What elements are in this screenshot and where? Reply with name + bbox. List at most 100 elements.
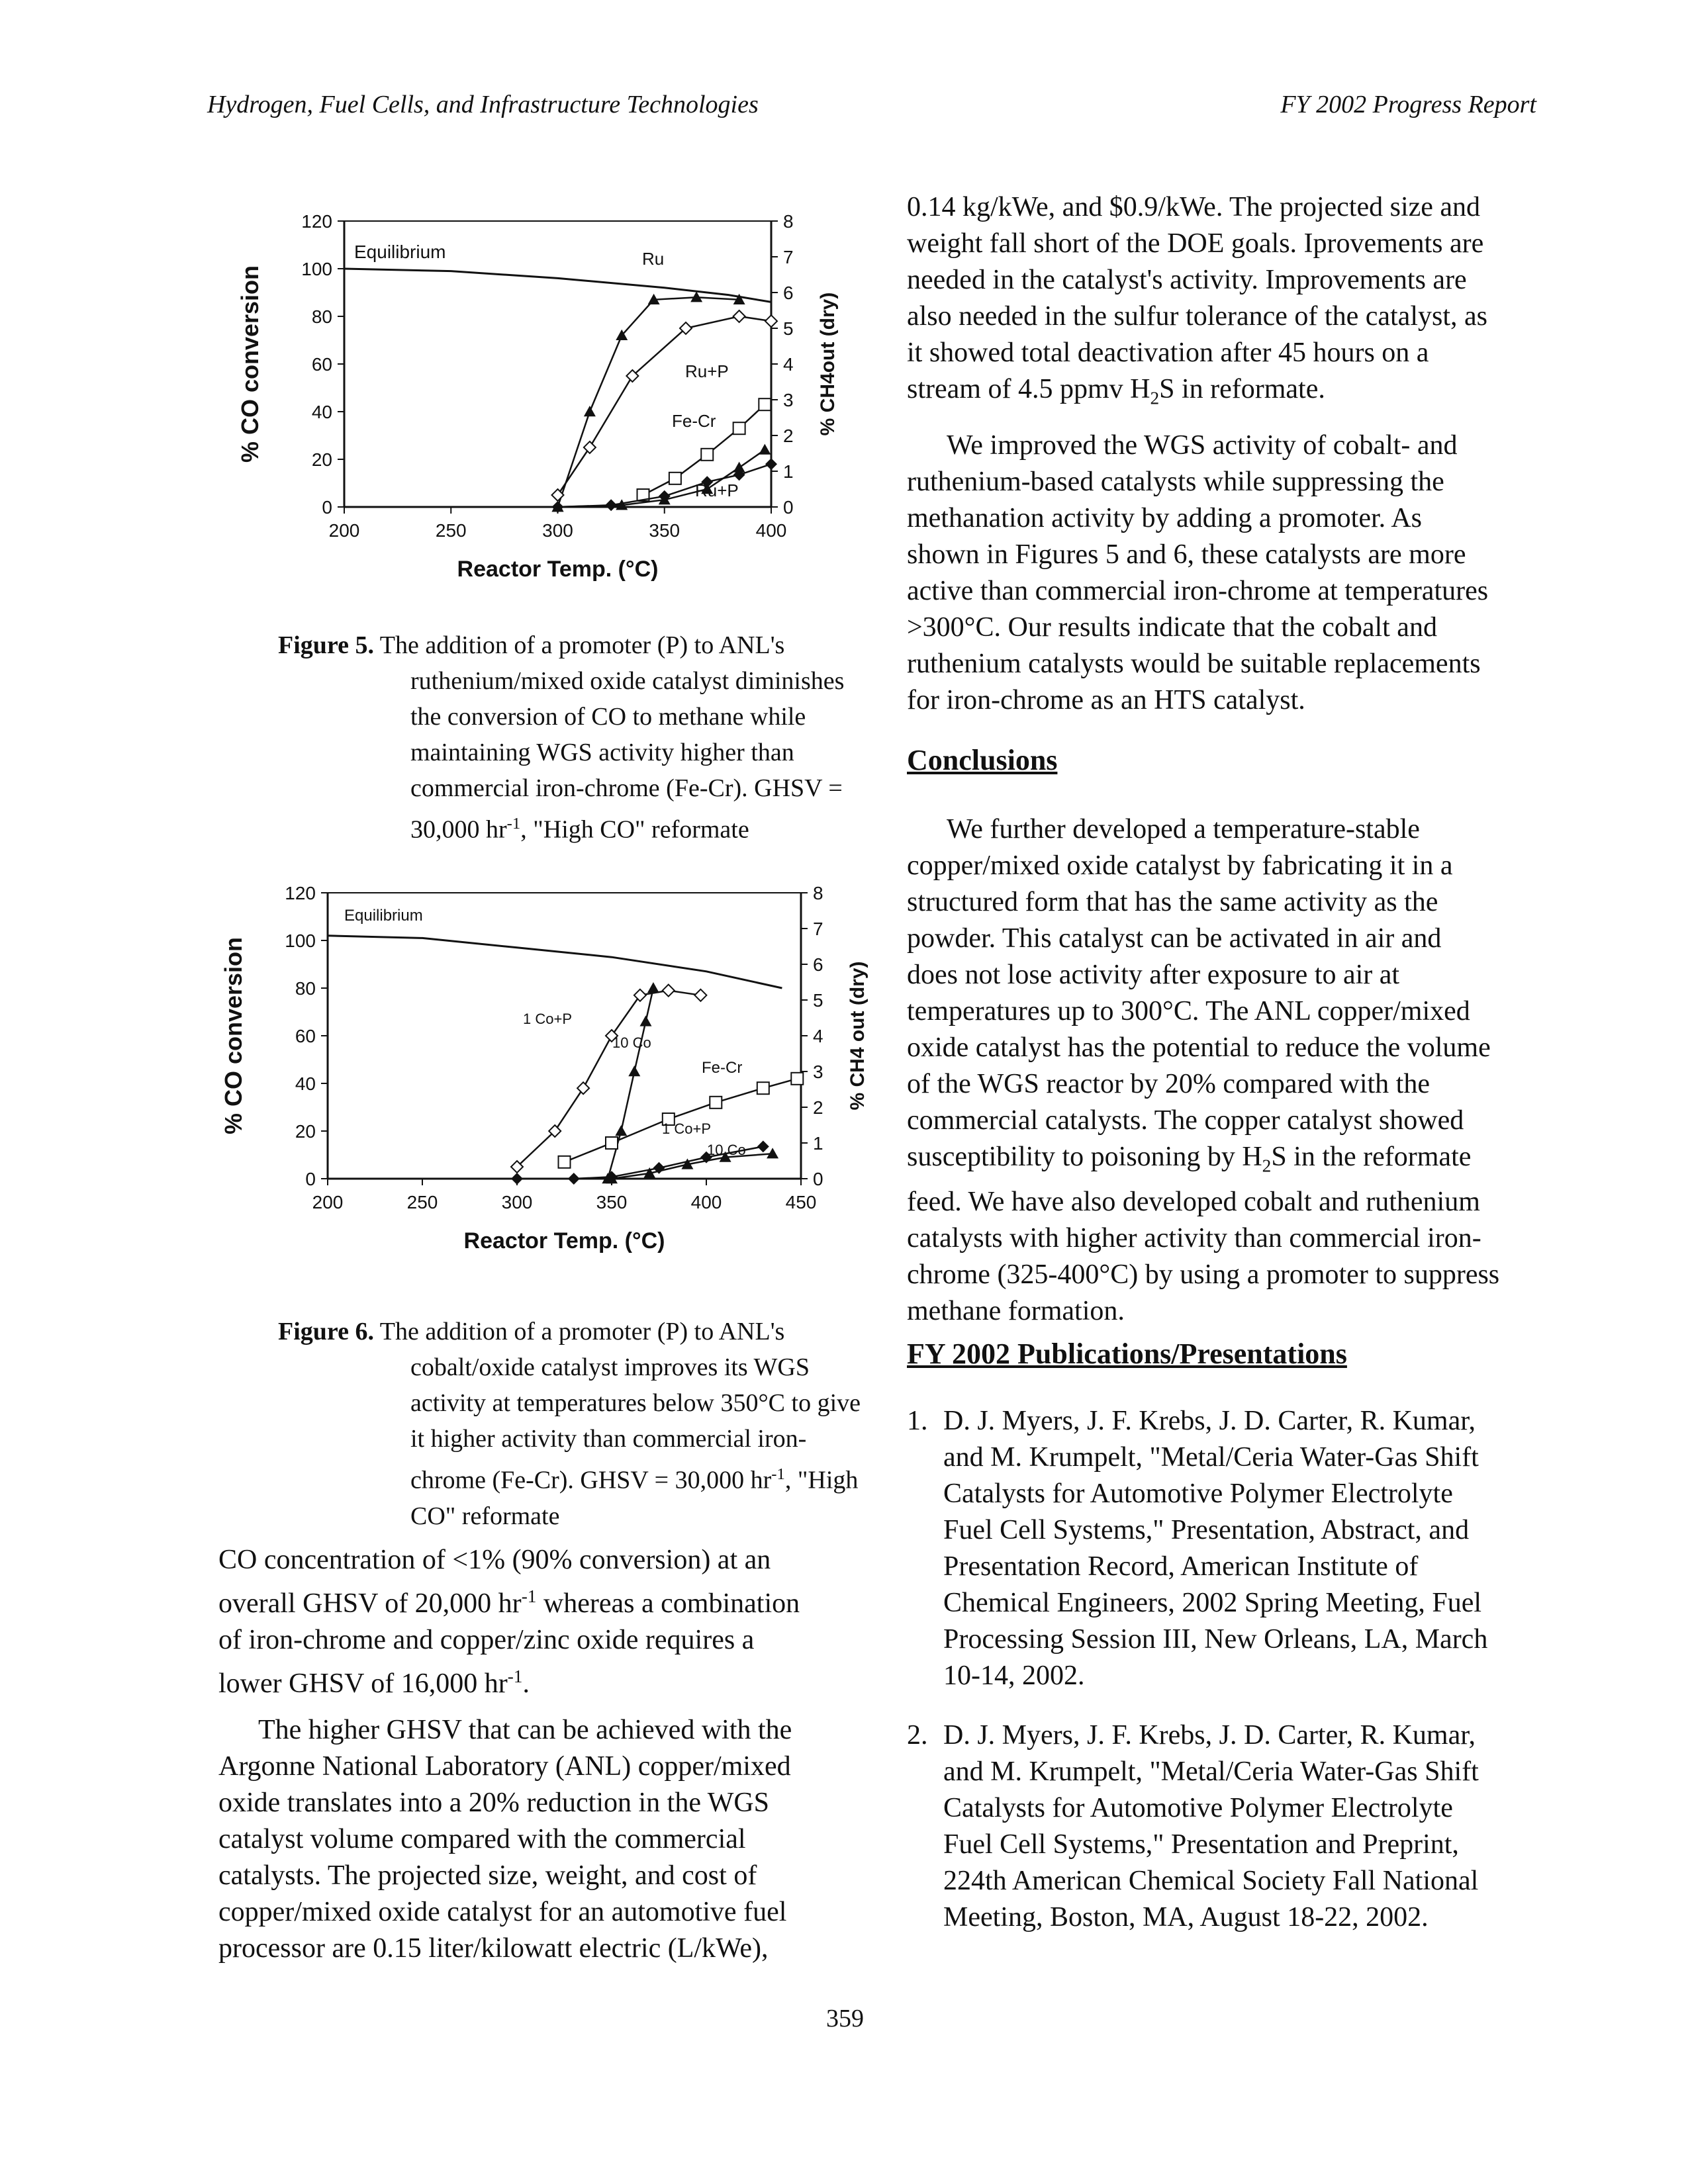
y-tick-label: 120 — [301, 211, 332, 232]
y-axis-title: % CO conversion — [236, 265, 263, 463]
text-line: commercial catalysts. The copper catalys… — [907, 1105, 1464, 1136]
caption-line: 30,000 hr-1, "High CO" reformate — [410, 815, 749, 844]
data-point — [764, 314, 778, 328]
data-point — [653, 1161, 665, 1174]
text-line: >300°C. Our results indicate that the co… — [907, 612, 1437, 643]
data-point — [616, 329, 628, 340]
data-point — [551, 501, 564, 513]
y2-tick-label: 6 — [813, 954, 823, 975]
caption-line: cobalt/oxide catalyst improves its WGS — [410, 1353, 810, 1381]
y2-tick-label: 5 — [783, 318, 794, 339]
caption-line: the conversion of CO to methane while — [410, 703, 806, 731]
y2-tick-label: 4 — [783, 354, 794, 375]
y2-tick-label: 0 — [813, 1169, 823, 1189]
text-line: The higher GHSV that can be achieved wit… — [258, 1715, 792, 1745]
data-point — [733, 293, 745, 304]
chart-annotation: Equilibrium — [354, 242, 446, 262]
y2-tick-label: 7 — [813, 919, 823, 939]
data-point — [757, 1140, 769, 1153]
series-line — [557, 296, 739, 508]
x-tick-label: 350 — [596, 1192, 628, 1212]
data-point — [628, 1066, 641, 1077]
caption-line: ruthenium/mixed oxide catalyst diminishe… — [410, 667, 845, 695]
y-tick-label: 60 — [295, 1026, 316, 1046]
page-number: 359 — [826, 2005, 864, 2032]
series-line — [344, 267, 772, 303]
data-point — [732, 422, 746, 435]
caption-line: activity at temperatures below 350°C to … — [410, 1389, 861, 1417]
data-point — [639, 1015, 652, 1026]
series-group — [551, 458, 777, 513]
x-tick-label: 300 — [502, 1192, 533, 1212]
caption-line: chrome (Fe-Cr). GHSV = 30,000 hr-1, "Hig… — [410, 1465, 859, 1494]
text-line: catalysts. The projected size, weight, a… — [218, 1860, 757, 1891]
data-point — [605, 499, 618, 512]
text-line: processor are 0.15 liter/kilowatt electr… — [218, 1933, 769, 1964]
caption-line: commercial iron-chrome (Fe-Cr). GHSV = — [410, 774, 843, 802]
chart-annotation: Fe-Cr — [702, 1059, 742, 1077]
data-point — [709, 1095, 723, 1109]
text-line: oxide catalyst has the potential to redu… — [907, 1032, 1491, 1063]
caption-line: The addition of a promoter (P) to ANL's — [379, 1318, 785, 1345]
text-line: of the WGS reactor by 20% compared with … — [907, 1069, 1430, 1099]
text-line: structured form that has the same activi… — [907, 887, 1438, 917]
text-line: of iron-chrome and copper/zinc oxide req… — [218, 1625, 755, 1655]
data-point — [583, 440, 597, 455]
y2-tick-label: 3 — [813, 1062, 823, 1082]
left-paragraph-2: The higher GHSV that can be achieved wit… — [218, 1712, 867, 1967]
x-tick-label: 250 — [436, 520, 467, 541]
text-line: feed. We have also developed cobalt and … — [907, 1187, 1480, 1218]
data-point — [690, 291, 703, 302]
y2-axis-title: % CH4out (dry) — [817, 293, 839, 436]
x-tick-label: 400 — [756, 520, 787, 541]
data-point — [661, 1113, 675, 1126]
data-point — [681, 1158, 694, 1169]
running-header-right: FY 2002 Progress Report — [1280, 91, 1536, 118]
data-point — [511, 1173, 523, 1185]
figure-6-caption: Figure 6. The addition of a promoter (P)… — [278, 1314, 887, 1534]
data-point — [625, 369, 639, 383]
caption-line: CO" reformate — [410, 1502, 560, 1530]
data-point — [767, 1148, 779, 1159]
y-tick-label: 100 — [301, 259, 332, 279]
series-group — [344, 267, 772, 303]
y2-tick-label: 3 — [783, 390, 794, 410]
text-line: CO concentration of <1% (90% conversion)… — [218, 1545, 771, 1575]
figure-5-label: Figure 5. — [278, 631, 374, 659]
data-point — [658, 490, 671, 502]
x-axis-title: Reactor Temp. (°C) — [457, 557, 659, 582]
text-line: D. J. Myers, J. F. Krebs, J. D. Carter, … — [943, 1720, 1476, 1751]
series-group — [510, 983, 708, 1174]
series-group — [636, 398, 772, 502]
data-point — [615, 1125, 628, 1136]
text-line: weight fall short of the DOE goals. Ipro… — [907, 228, 1484, 259]
publication-number: 1. — [907, 1406, 928, 1436]
data-point — [756, 1081, 770, 1095]
y2-tick-label: 1 — [813, 1133, 823, 1154]
text-line: it showed total deactivation after 45 ho… — [907, 338, 1429, 368]
text-line: catalyst volume compared with the commer… — [218, 1824, 746, 1854]
text-line: catalysts with higher activity than comm… — [907, 1223, 1481, 1254]
data-point — [790, 1071, 804, 1085]
y-tick-label: 120 — [285, 883, 316, 903]
text-line: stream of 4.5 ppmv H2S in reformate. — [907, 374, 1325, 408]
y2-axis-title: % CH4 out (dry) — [847, 962, 868, 1111]
text-line: copper/mixed oxide catalyst for an autom… — [218, 1897, 787, 1927]
data-point — [647, 982, 659, 993]
text-line: lower GHSV of 16,000 hr-1. — [218, 1666, 530, 1699]
data-point — [732, 309, 747, 324]
text-line: ruthenium catalysts would be suitable re… — [907, 649, 1481, 679]
text-line: also needed in the sulfur tolerance of t… — [907, 301, 1487, 332]
data-point — [606, 1173, 618, 1184]
publications-heading: FY 2002 Publications/Presentations — [907, 1338, 1347, 1370]
left-paragraph-1: CO concentration of <1% (90% conversion)… — [218, 1542, 867, 1702]
chart-annotation: Ru — [642, 249, 664, 269]
data-point — [700, 447, 714, 461]
x-tick-label: 200 — [312, 1192, 344, 1212]
text-line: and M. Krumpelt, "Metal/Ceria Water-Gas … — [943, 1756, 1479, 1787]
series-group — [606, 1148, 779, 1184]
data-point — [733, 469, 745, 481]
text-line: Chemical Engineers, 2002 Spring Meeting,… — [943, 1588, 1482, 1618]
text-line: D. J. Myers, J. F. Krebs, J. D. Carter, … — [943, 1406, 1476, 1436]
series-group — [602, 982, 659, 1184]
